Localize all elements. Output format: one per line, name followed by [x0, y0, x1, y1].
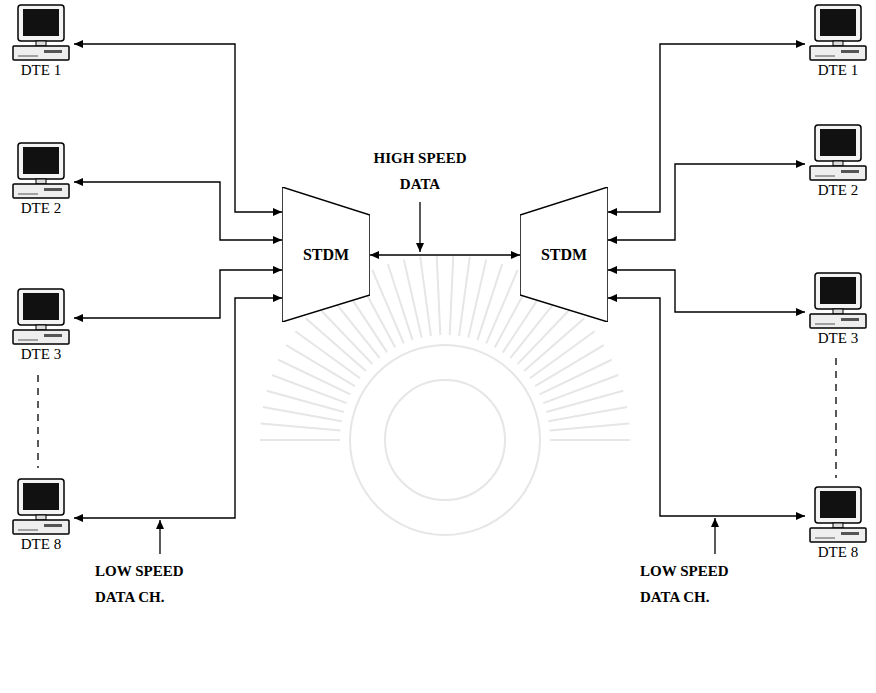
data-link: [608, 164, 805, 240]
multiplexer-label: STDM: [303, 246, 349, 264]
callout-label: LOW SPEED DATA CH.: [640, 558, 760, 610]
callout-label: HIGH SPEED DATA: [368, 145, 472, 197]
data-link: [608, 298, 805, 516]
computer-icon: [807, 4, 869, 62]
callout-text: LOW SPEED DATA CH.: [95, 563, 184, 605]
callout-label: LOW SPEED DATA CH.: [95, 558, 215, 610]
callout-text: HIGH SPEED DATA: [374, 150, 467, 192]
computer-icon: [807, 272, 869, 330]
terminal-node: DTE 8: [805, 486, 871, 561]
terminal-label: DTE 1: [805, 62, 871, 79]
terminal-node: DTE 2: [8, 142, 74, 217]
terminal-node: DTE 1: [805, 4, 871, 79]
terminal-label: DTE 1: [8, 62, 74, 79]
multiplexer-block: STDM: [282, 187, 370, 322]
terminal-label: DTE 3: [805, 330, 871, 347]
computer-icon: [10, 288, 72, 346]
pointer-arrow: [419, 202, 420, 252]
terminal-node: DTE 3: [8, 288, 74, 363]
pointer-arrow: [714, 518, 715, 554]
data-link: [74, 270, 282, 318]
computer-icon: [807, 124, 869, 182]
terminal-node: DTE 2: [805, 124, 871, 199]
data-link: [74, 182, 282, 240]
multiplexer-block: STDM: [520, 187, 608, 322]
terminal-label: DTE 3: [8, 346, 74, 363]
terminal-node: DTE 8: [8, 478, 74, 553]
terminal-label: DTE 2: [805, 182, 871, 199]
terminal-label: DTE 8: [805, 544, 871, 561]
pointer-arrow: [159, 520, 160, 554]
data-link: [370, 254, 520, 255]
computer-icon: [10, 478, 72, 536]
multiplexer-label: STDM: [541, 246, 587, 264]
data-link: [74, 298, 282, 518]
callout-text: LOW SPEED DATA CH.: [640, 563, 729, 605]
data-link: [74, 44, 282, 212]
terminal-node: DTE 1: [8, 4, 74, 79]
data-link: [608, 270, 805, 312]
ellipsis-dash: [835, 358, 836, 478]
computer-icon: [10, 4, 72, 62]
computer-icon: [807, 486, 869, 544]
terminal-label: DTE 2: [8, 200, 74, 217]
computer-icon: [10, 142, 72, 200]
ellipsis-dash: [37, 375, 38, 468]
terminal-label: DTE 8: [8, 536, 74, 553]
terminal-node: DTE 3: [805, 272, 871, 347]
data-link: [608, 44, 805, 212]
